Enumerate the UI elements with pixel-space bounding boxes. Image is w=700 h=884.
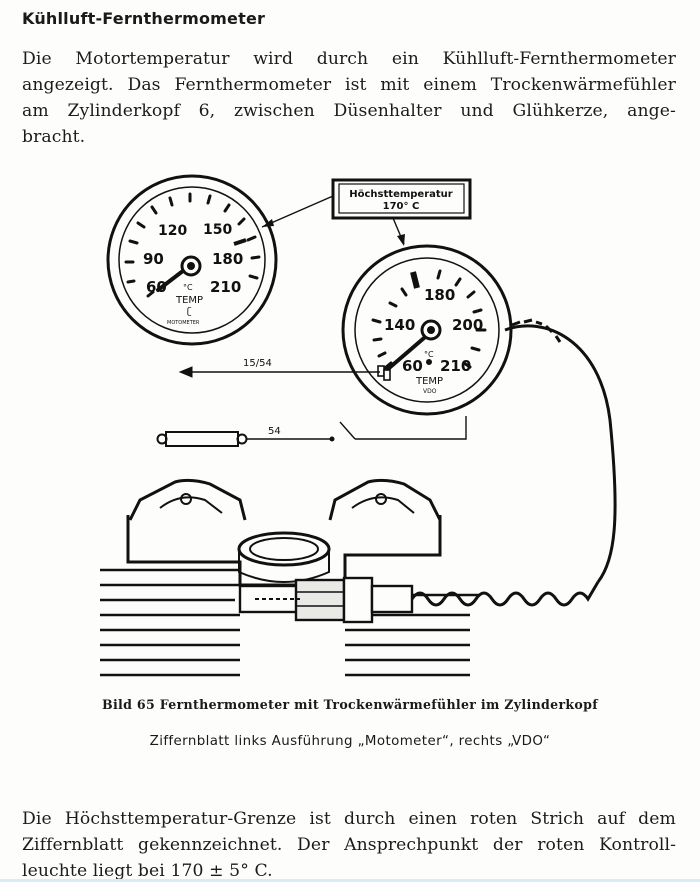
gauge-right-tick-60: 60 (402, 357, 423, 375)
gauge-left-brand: MOTOMETER (167, 320, 200, 326)
gauge-right-needle (386, 330, 433, 371)
cylinder-head-drawing (100, 478, 600, 677)
intro-line: bracht. (22, 127, 86, 147)
gauge-left-logo-icon: ʗ (187, 307, 192, 317)
gauge-left-tick-210: 210 (210, 278, 241, 296)
gauge-left-tick-120: 120 (158, 223, 187, 239)
gauge-right-unit: °C (424, 350, 434, 359)
wire-label-54: 54 (268, 426, 281, 437)
gauge-right-tick-140: 140 (384, 316, 415, 334)
gauge-right-redline (410, 271, 420, 289)
gauge-left-tick-60: 60 (146, 278, 167, 296)
gauge-right-label: TEMP (415, 376, 443, 387)
gauge-left-tick-90: 90 (143, 250, 164, 268)
gauge-left-label: TEMP (175, 295, 203, 306)
gauge-right-tick-180: 180 (424, 286, 455, 304)
gauge-left-unit: °C (183, 283, 193, 292)
gauge-left-tick-180: 180 (212, 250, 243, 268)
gauge-right-tick-200: 200 (452, 316, 483, 334)
thermometer-figure: 120 150 90 180 60 210 °C TEMP MOTOMETER … (100, 174, 617, 677)
max-temp-label: Höchsttemperatur (349, 189, 453, 200)
figure-subcaption: Ziffernblatt links Ausführung „Motometer… (149, 734, 551, 749)
wire-label-15-54: 15/54 (243, 358, 272, 369)
gauge-right-brand: VDO (423, 388, 437, 395)
bottom-rule (0, 879, 700, 882)
gauge-right: 180 140 200 60 210 °C TEMP VDO (341, 244, 513, 416)
max-temp-box: Höchsttemperatur 170° C (331, 178, 472, 220)
outro-line: leuchte liegt bei 170 ± 5° C. (22, 861, 273, 881)
gauge-right-tick-210: 210 (440, 357, 471, 375)
section-heading: Kühlluft-Fernthermometer (22, 9, 266, 28)
figure-caption: Bild 65 Fernthermometer mit Trockenwärme… (102, 697, 598, 712)
max-temp-value: 170° C (383, 201, 420, 212)
gauge-left-tick-150: 150 (203, 222, 232, 238)
gauge-left: 120 150 90 180 60 210 °C TEMP MOTOMETER … (106, 174, 278, 346)
wiring (156, 318, 617, 583)
